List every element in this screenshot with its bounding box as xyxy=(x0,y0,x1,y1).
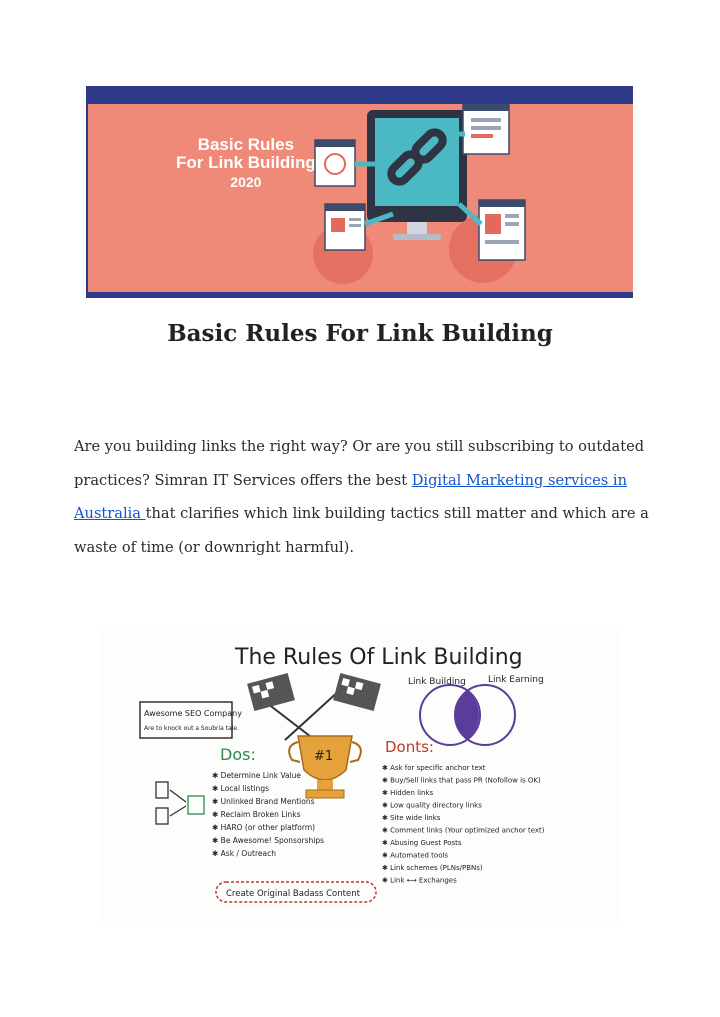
seo-box-subtitle: Are to knock out a Soubria tale. xyxy=(144,725,239,732)
trophy-label: #1 xyxy=(314,749,333,764)
footer-note: Create Original Badass Content xyxy=(215,881,377,903)
banner-title-line2: For Link Building xyxy=(176,153,316,173)
link-building-illustration xyxy=(313,104,526,284)
venn-right-label: Link Earning xyxy=(488,675,544,685)
banner-background: Basic Rules For Link Building 2020 xyxy=(88,104,633,292)
banner-image: Basic Rules For Link Building 2020 xyxy=(86,86,633,298)
donts-list: ✱ Ask for specific anchor text ✱ Buy/Sell… xyxy=(382,764,545,885)
dos-item: ✱ HARO (or other platform) xyxy=(212,823,315,832)
donts-item: ✱ Automated tools xyxy=(382,852,448,860)
paragraph-text-end: that clarifies which link building tacti… xyxy=(74,505,649,556)
banner-year: 2020 xyxy=(230,173,262,190)
whiteboard-sketch: The Rules Of Link Building Link Building… xyxy=(100,630,620,922)
donts-item: ✱ Hidden links xyxy=(382,789,434,797)
footer-note-text: Create Original Badass Content xyxy=(226,889,361,899)
document-icons xyxy=(155,781,205,825)
donts-item: ✱ Site wide links xyxy=(382,814,441,822)
digital-marketing-link[interactable]: Digital Marketing services in Australia xyxy=(74,471,627,523)
dos-item: ✱ Determine Link Value xyxy=(212,771,301,780)
venn-diagram: Link Building Link Earning xyxy=(408,675,544,746)
trophy-icon: #1 xyxy=(288,735,362,799)
donts-title: Donts: xyxy=(385,738,434,756)
paragraph-text-start: Are you building links the right way? Or… xyxy=(74,438,645,489)
donts-item: ✱ Link schemes (PLNs/PBNs) xyxy=(382,864,483,872)
article-heading: Basic Rules For Link Building xyxy=(167,320,553,347)
chain-link-icon xyxy=(387,128,447,186)
dos-item: ✱ Reclaim Broken Links xyxy=(212,810,301,819)
donts-item: ✱ Comment links (Your optimized anchor t… xyxy=(382,827,545,835)
banner-title: Basic Rules For Link Building 2020 xyxy=(176,135,316,190)
checkered-flags-icon xyxy=(247,673,381,741)
browser-window-icon xyxy=(314,104,526,261)
donts-item: ✱ Low quality directory links xyxy=(382,802,482,810)
donts-item: ✱ Link ⟷ Exchanges xyxy=(382,877,457,885)
donts-item: ✱ Ask for specific anchor text xyxy=(382,764,486,772)
dos-item: ✱ Be Awesome! Sponsorships xyxy=(212,836,324,845)
seo-company-box: Awesome SEO Company Are to knock out a S… xyxy=(139,701,242,739)
banner-title-line1: Basic Rules xyxy=(197,135,295,154)
donts-item: ✱ Buy/Sell links that pass PR (Nofollow … xyxy=(382,777,541,785)
dos-list: ✱ Determine Link Value ✱ Local listings ✱ … xyxy=(212,771,324,858)
article-paragraph: Are you building links the right way? Or… xyxy=(74,430,664,564)
seo-box-title: Awesome SEO Company xyxy=(144,709,242,718)
dos-item: ✱ Unlinked Brand Mentions xyxy=(212,797,315,806)
dos-item: ✱ Ask / Outreach xyxy=(212,849,276,858)
dos-item: ✱ Local listings xyxy=(212,784,269,793)
whiteboard-title: The Rules Of Link Building xyxy=(234,645,523,670)
donts-item: ✱ Abusing Guest Posts xyxy=(382,839,462,847)
venn-left-label: Link Building xyxy=(408,677,466,687)
dos-title: Dos: xyxy=(220,745,256,764)
